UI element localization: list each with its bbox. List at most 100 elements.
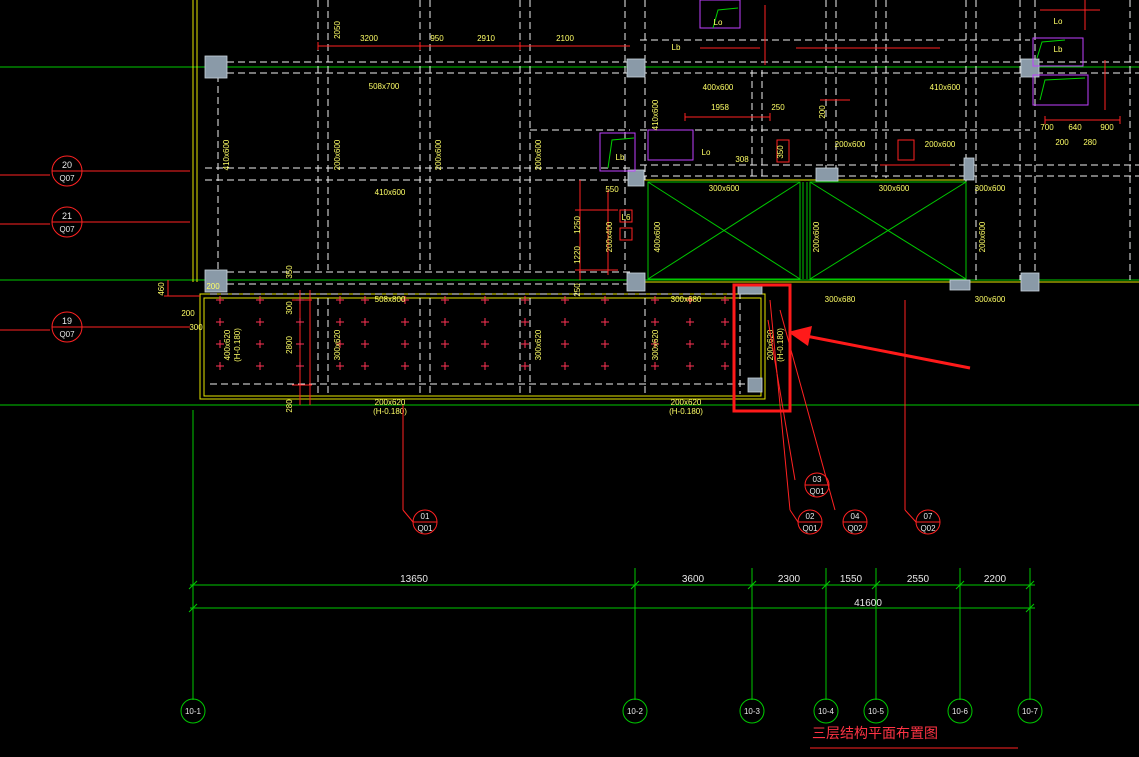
dim-label: 308 xyxy=(735,155,749,164)
slab-outline xyxy=(192,0,1139,400)
beam-label: 410x600 xyxy=(930,83,961,92)
row-axis-id: 21 xyxy=(62,211,72,221)
beam-label: 200x600 xyxy=(835,140,866,149)
dimension-texts: 13650 3600 2300 1550 2550 2200 41600 xyxy=(400,574,1006,609)
dim-label: 640 xyxy=(1068,123,1082,132)
dim-1550: 1550 xyxy=(840,574,863,585)
row-axis-texts: 20 Q07 21 Q07 19 Q07 xyxy=(59,160,75,339)
dim-label: 300 xyxy=(285,301,294,315)
dim-2200: 2200 xyxy=(984,574,1007,585)
misc-label: Lo xyxy=(714,18,723,27)
callout-id: 03 xyxy=(813,475,822,484)
dim-label: 2050 xyxy=(333,21,342,39)
misc-label: Lo xyxy=(702,148,711,157)
beam-label: 200x600 xyxy=(434,139,443,170)
dim-2300: 2300 xyxy=(778,574,801,585)
dimension-lines xyxy=(188,580,1035,613)
row-axis-bubbles xyxy=(51,155,190,343)
beam-label: 410x600 xyxy=(651,99,660,130)
grid-axis-label: 10-2 xyxy=(627,707,644,716)
beam-label: (H-0.180) xyxy=(669,407,703,416)
dim-label: 3200 xyxy=(360,34,378,43)
beam-label: 200x620 xyxy=(766,329,775,360)
dim-label: 280 xyxy=(285,399,294,413)
misc-label: Lb xyxy=(616,153,625,162)
dim-total: 41600 xyxy=(854,598,882,609)
row-axis-id: 20 xyxy=(62,160,72,170)
dim-label: 460 xyxy=(157,282,166,296)
beam-label: 400x600 xyxy=(703,83,734,92)
columns xyxy=(204,55,1040,393)
grid-axis-label: 10-4 xyxy=(818,707,835,716)
dim-label: 2910 xyxy=(477,34,495,43)
beam-label: 200x620 xyxy=(671,398,702,407)
beam-label: 300x680 xyxy=(671,295,702,304)
dim-label: 1250 xyxy=(573,216,582,234)
grid-axis-label: 10-6 xyxy=(952,707,969,716)
detail-dimension-labels: 3200 950 2910 2100 1958 250 308 550 700 … xyxy=(181,34,1114,332)
grid-axis-label: 10-7 xyxy=(1022,707,1039,716)
row-axis-id: 19 xyxy=(62,316,72,326)
dim-label: 550 xyxy=(605,185,619,194)
beam-label: 200x600 xyxy=(812,221,821,252)
vertical-axis-lines xyxy=(192,410,1031,700)
misc-label: Lb xyxy=(1054,45,1063,54)
beam-label: 300x620 xyxy=(534,329,543,360)
callout-ref: Q02 xyxy=(920,524,936,533)
dim-label: 900 xyxy=(1100,123,1114,132)
row-axis-ref: Q07 xyxy=(59,225,75,234)
dim-label: 350 xyxy=(776,145,785,159)
beam-label: 400x600 xyxy=(653,221,662,252)
beam-label: 200x600 xyxy=(925,140,956,149)
grid-axis-label: 10-5 xyxy=(868,707,885,716)
grid-axis-labels: 10-1 10-2 10-3 10-4 10-5 10-6 10-7 xyxy=(185,707,1039,716)
beam-label: 508x700 xyxy=(369,82,400,91)
beam-label: 200x620 xyxy=(375,398,406,407)
beam-label: 200x600 xyxy=(333,139,342,170)
beam-label: 410x600 xyxy=(375,188,406,197)
callout-ref: Q02 xyxy=(847,524,863,533)
callout-id: 02 xyxy=(806,512,815,521)
beam-label: 300x620 xyxy=(333,329,342,360)
detail-dimension-labels-vertical: 2050 2800 300 280 460 350 1250 1220 350 … xyxy=(157,21,827,413)
callout-id: 04 xyxy=(851,512,860,521)
beam-label: 300x600 xyxy=(975,295,1006,304)
beam-label: (H-0.180) xyxy=(373,407,407,416)
dim-label: 2100 xyxy=(556,34,574,43)
dim-3600: 3600 xyxy=(682,574,705,585)
drawing-title: 三层结构平面布置图 xyxy=(812,726,938,742)
wall-callout-texts: 01 Q01 02 Q01 03 Q01 04 Q02 07 Q02 xyxy=(417,475,936,533)
dim-label: 950 xyxy=(430,34,444,43)
beam-label: (H-0.180) xyxy=(776,328,785,362)
beam-label: 400x620 xyxy=(223,329,232,360)
callout-ref: Q01 xyxy=(802,524,818,533)
misc-label: Lo xyxy=(1054,17,1063,26)
beam-label: 410x600 xyxy=(222,139,231,170)
callout-id: 01 xyxy=(421,512,430,521)
pointer-arrow xyxy=(788,326,971,370)
highlight-box xyxy=(732,283,792,413)
red-detail-lines xyxy=(0,0,1121,405)
misc-label: L6 xyxy=(622,213,631,222)
row-axis-ref: Q07 xyxy=(59,174,75,183)
callout-ref: Q01 xyxy=(417,524,433,533)
dim-label: 200 xyxy=(206,282,220,291)
dim-13650: 13650 xyxy=(400,574,428,585)
dim-label: 200 xyxy=(181,309,195,318)
purple-detail-lines xyxy=(599,0,1089,172)
grid-axis-label: 10-3 xyxy=(744,707,761,716)
dim-label: 300 xyxy=(189,323,203,332)
dim-label: 700 xyxy=(1040,123,1054,132)
slab-openings xyxy=(647,181,967,280)
horizontal-axis-lines xyxy=(0,66,1139,406)
dim-label: 280 xyxy=(1083,138,1097,147)
beam-label: 200x600 xyxy=(534,139,543,170)
beam-label: 200x600 xyxy=(978,221,987,252)
row-axis-ref: Q07 xyxy=(59,330,75,339)
callout-id: 07 xyxy=(924,512,933,521)
wall-callouts xyxy=(402,299,941,535)
dim-label: 1958 xyxy=(711,103,729,112)
dim-label: 2800 xyxy=(285,336,294,354)
misc-label: Lb xyxy=(672,43,681,52)
